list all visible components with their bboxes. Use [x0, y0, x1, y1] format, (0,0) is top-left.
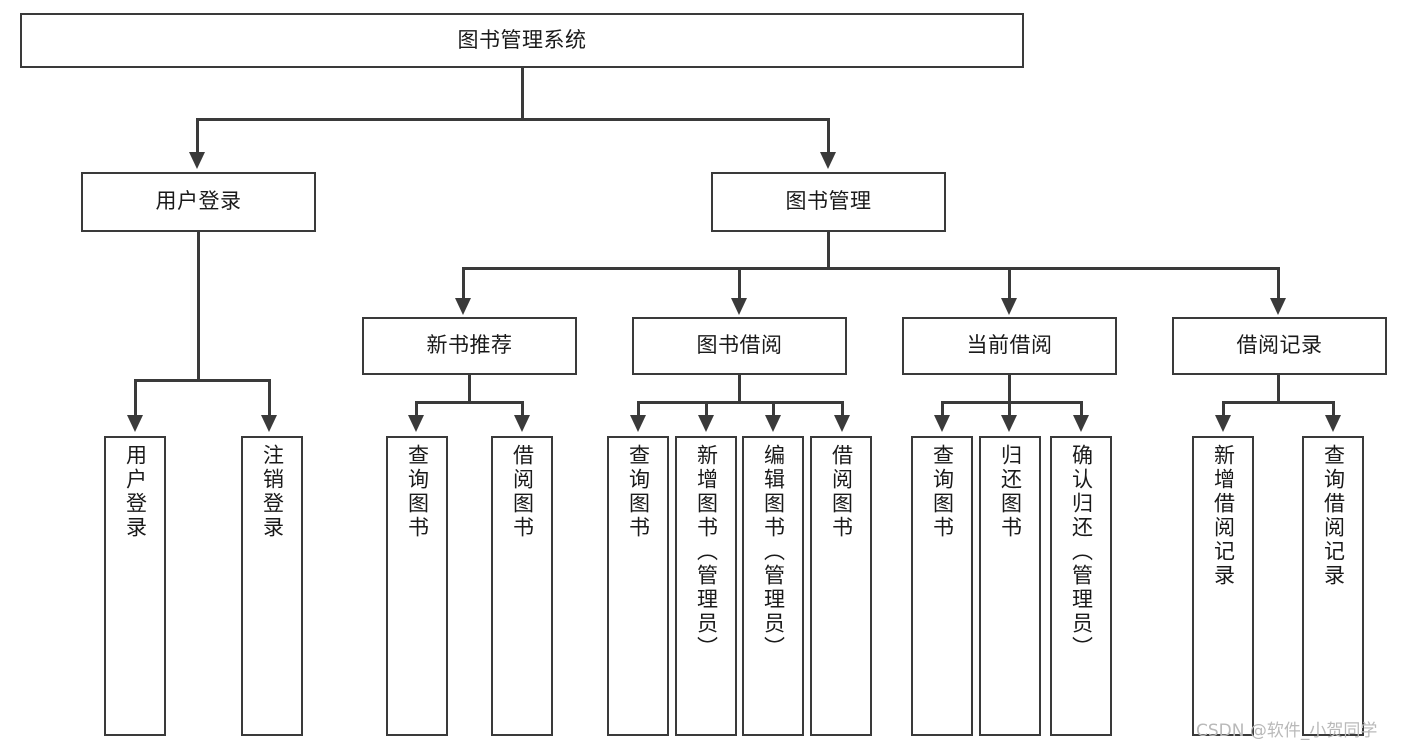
- node-label: 新书推荐: [426, 333, 513, 358]
- node-label: 当前借阅: [966, 333, 1053, 358]
- node-label: 新增借阅记录: [1211, 444, 1236, 588]
- arrowhead-to-borrow-record: [1270, 298, 1286, 315]
- node-book-borrow[interactable]: 图书借阅: [632, 317, 847, 375]
- node-user-login[interactable]: 用户登录: [81, 172, 316, 232]
- edge-user-login-to-leaf-1: [134, 379, 137, 419]
- node-label: 图书借阅: [696, 333, 783, 358]
- node-leaf-query-book-2[interactable]: 查询图书: [607, 436, 669, 736]
- arrowhead-to-leaf-return-book: [1001, 415, 1017, 432]
- edge-book-manage-to-borrow-record: [1277, 267, 1280, 302]
- edge-new-book-to-leaf-1: [415, 401, 418, 419]
- node-root-book-management-system[interactable]: 图书管理系统: [20, 13, 1024, 68]
- edge-current-borrow-to-leaf-2: [1008, 401, 1011, 419]
- edge-book-borrow-fan-bar: [637, 401, 844, 404]
- arrowhead-to-leaf-confirm-return: [1073, 415, 1089, 432]
- arrowhead-to-leaf-query-book-1: [408, 415, 424, 432]
- node-label: 借阅记录: [1236, 333, 1323, 358]
- edge-root-to-book-manage: [827, 118, 830, 156]
- node-leaf-edit-book-admin[interactable]: 编辑图书（管理员）: [742, 436, 804, 736]
- arrowhead-to-leaf-user-login: [127, 415, 143, 432]
- node-leaf-query-book-3[interactable]: 查询图书: [911, 436, 973, 736]
- arrowhead-to-leaf-query-record: [1325, 415, 1341, 432]
- edge-book-borrow-to-leaf-4: [841, 401, 844, 419]
- node-book-management[interactable]: 图书管理: [711, 172, 946, 232]
- node-label: 图书管理系统: [457, 27, 587, 52]
- edge-book-manage-fan-bar: [462, 267, 1280, 270]
- edge-user-login-fan-bar: [134, 379, 271, 382]
- arrowhead-to-book-borrow: [731, 298, 747, 315]
- edge-user-login-stem: [197, 232, 200, 381]
- edge-current-borrow-to-leaf-1: [941, 401, 944, 419]
- edge-current-borrow-stem: [1008, 375, 1011, 403]
- edge-borrow-record-to-leaf-2: [1332, 401, 1335, 419]
- node-leaf-confirm-return-admin[interactable]: 确认归还（管理员）: [1050, 436, 1112, 736]
- edge-root-to-user-login: [196, 118, 199, 156]
- node-leaf-borrow-book-1[interactable]: 借阅图书: [491, 436, 553, 736]
- edge-book-borrow-stem: [738, 375, 741, 403]
- edge-book-manage-to-book-borrow: [738, 267, 741, 302]
- node-label: 用户登录: [155, 189, 242, 214]
- node-leaf-query-book-1[interactable]: 查询图书: [386, 436, 448, 736]
- edge-book-borrow-to-leaf-3: [772, 401, 775, 419]
- arrowhead-to-book-manage: [820, 152, 836, 169]
- edge-new-book-stem: [468, 375, 471, 403]
- arrowhead-to-leaf-add-record: [1215, 415, 1231, 432]
- node-leaf-logout-login[interactable]: 注销登录: [241, 436, 303, 736]
- node-label: 借阅图书: [510, 444, 535, 540]
- node-label: 注销登录: [260, 444, 285, 540]
- node-leaf-return-book[interactable]: 归还图书: [979, 436, 1041, 736]
- watermark-text: CSDN @软件_小贺同学: [1196, 721, 1378, 741]
- node-leaf-query-borrow-record[interactable]: 查询借阅记录: [1302, 436, 1364, 736]
- arrowhead-to-leaf-logout: [261, 415, 277, 432]
- edge-book-manage-stem: [827, 232, 830, 269]
- node-label: 归还图书: [998, 444, 1023, 540]
- arrowhead-to-leaf-borrow-book-2: [834, 415, 850, 432]
- node-leaf-user-login[interactable]: 用户登录: [104, 436, 166, 736]
- arrowhead-to-leaf-edit-book: [765, 415, 781, 432]
- node-label: 查询图书: [930, 444, 955, 540]
- node-borrow-record[interactable]: 借阅记录: [1172, 317, 1387, 375]
- arrowhead-to-leaf-borrow-book-1: [514, 415, 530, 432]
- edge-book-manage-to-current-borrow: [1008, 267, 1011, 302]
- node-label: 确认归还（管理员）: [1069, 444, 1094, 660]
- node-leaf-borrow-book-2[interactable]: 借阅图书: [810, 436, 872, 736]
- edge-root-fan-bar: [196, 118, 830, 121]
- node-new-book-recommend[interactable]: 新书推荐: [362, 317, 577, 375]
- edge-user-login-to-leaf-2: [268, 379, 271, 419]
- node-leaf-add-book-admin[interactable]: 新增图书（管理员）: [675, 436, 737, 736]
- edge-new-book-fan-bar: [415, 401, 524, 404]
- edge-book-manage-to-new-book: [462, 267, 465, 302]
- node-label: 新增图书（管理员）: [694, 444, 719, 660]
- node-label: 用户登录: [123, 444, 148, 540]
- edge-book-borrow-to-leaf-2: [705, 401, 708, 419]
- edge-borrow-record-stem: [1277, 375, 1280, 403]
- node-label: 查询图书: [626, 444, 651, 540]
- node-label: 编辑图书（管理员）: [761, 444, 786, 660]
- node-leaf-add-borrow-record[interactable]: 新增借阅记录: [1192, 436, 1254, 736]
- node-label: 借阅图书: [829, 444, 854, 540]
- node-label: 图书管理: [785, 189, 872, 214]
- arrowhead-to-leaf-query-book-2: [630, 415, 646, 432]
- edge-root-stem: [521, 68, 524, 120]
- edge-new-book-to-leaf-2: [521, 401, 524, 419]
- arrowhead-to-current-borrow: [1001, 298, 1017, 315]
- arrowhead-to-new-book-recommend: [455, 298, 471, 315]
- edge-current-borrow-fan-bar: [941, 401, 1083, 404]
- arrowhead-to-user-login: [189, 152, 205, 169]
- edge-borrow-record-to-leaf-1: [1222, 401, 1225, 419]
- arrowhead-to-leaf-query-book-3: [934, 415, 950, 432]
- node-current-borrow[interactable]: 当前借阅: [902, 317, 1117, 375]
- edge-book-borrow-to-leaf-1: [637, 401, 640, 419]
- node-label: 查询图书: [405, 444, 430, 540]
- node-label: 查询借阅记录: [1321, 444, 1346, 588]
- edge-current-borrow-to-leaf-3: [1080, 401, 1083, 419]
- edge-borrow-record-fan-bar: [1222, 401, 1335, 404]
- arrowhead-to-leaf-add-book: [698, 415, 714, 432]
